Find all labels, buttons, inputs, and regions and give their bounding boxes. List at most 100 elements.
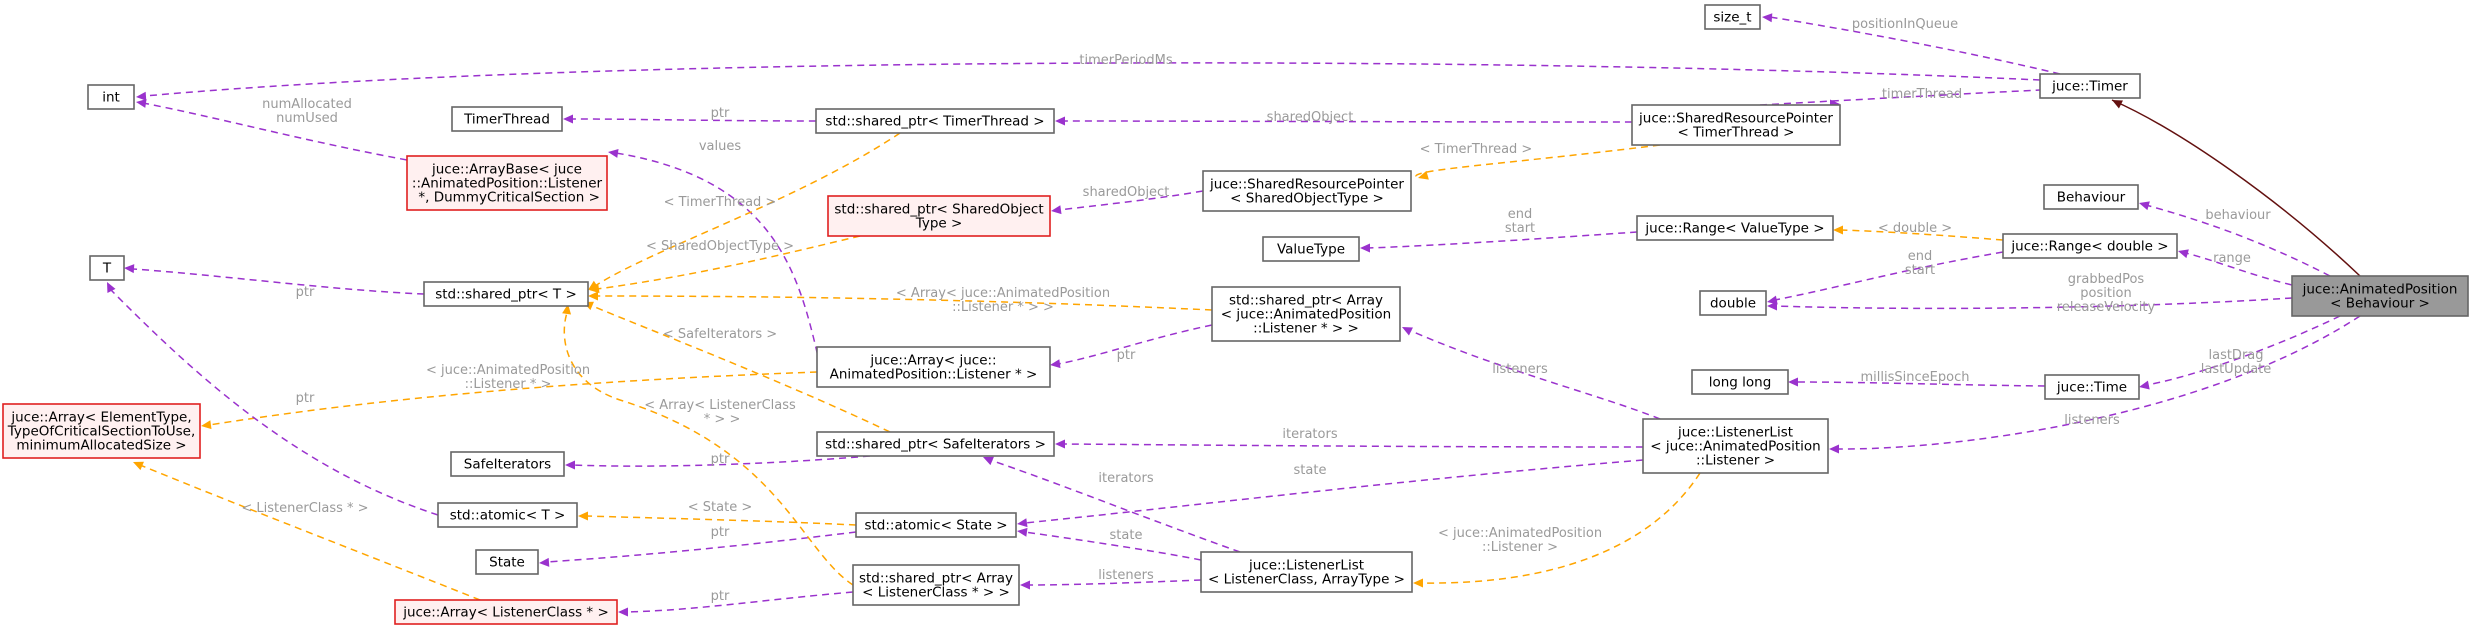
node-label-line: juce::ArrayBase< juce [431,162,582,178]
node-behaviour[interactable]: Behaviour [2043,184,2139,210]
edge-label-ptr_timerthread: ptr [711,106,730,121]
node-label-line: State [489,555,525,571]
edge-label-millisSinceEpoch: millisSinceEpoch [1861,370,1970,385]
node-size_t[interactable]: size_t [1704,4,1761,30]
node-atomic_state[interactable]: std::atomic< State > [855,512,1017,538]
node-label: juce::ListenerList< juce::AnimatedPositi… [1650,425,1820,469]
edge-timer-animated [2111,99,2361,277]
node-box [475,549,539,575]
node-label-line: TimerThread [463,112,550,128]
node-safeiterators[interactable]: SafeIterators [450,451,565,477]
edge-valuetype-range [1360,231,1638,253]
node-longlong[interactable]: long long [1691,369,1789,395]
node-animated[interactable]: juce::AnimatedPosition< Behaviour > [2291,275,2469,317]
node-listenerlist_animated[interactable]: juce::ListenerList< juce::AnimatedPositi… [1642,418,1829,474]
node-box [816,431,1055,457]
node-srp_timerthread[interactable]: juce::SharedResourcePointer< TimerThread… [1631,104,1841,146]
edge-line [1058,190,1204,211]
node-range_double[interactable]: juce::Range< double > [2002,233,2178,259]
edge-line [989,459,1241,553]
node-label-line: std::atomic< T > [450,508,566,524]
edge-safeiterators-spsafe [565,455,871,470]
node-sp_T[interactable]: std::shared_ptr< T > [423,281,589,307]
node-array_generic[interactable]: juce::Array< ElementType,TypeOfCriticalS… [2,403,201,459]
edge-spalc-llgen [1020,579,1202,590]
edge-label-tpl_state: < State > [688,500,752,515]
edge-spsafe-llgen [983,456,1241,553]
node-sp_array_listenerclass[interactable]: std::shared_ptr< Array< ListenerClass * … [852,564,1020,606]
node-array_listener[interactable]: juce::Array< juce::AnimatedPosition::Lis… [816,346,1051,388]
node-label-line: juce::Range< ValueType > [1644,221,1824,237]
arrowhead [124,264,135,274]
node-array_listenerclass[interactable]: juce::Array< ListenerClass * > [394,599,618,625]
node-int[interactable]: int [87,84,135,110]
node-timer[interactable]: juce::Timer [2039,73,2141,99]
node-T[interactable]: T [89,255,125,281]
arrowhead [565,460,575,470]
arrowhead [2139,201,2150,211]
node-box [855,512,1017,538]
edge-label-line: iterators [1098,471,1153,486]
edge-line [2111,99,2361,277]
edge-label-tpl_timerthread_srp: < TimerThread > [1420,142,1533,157]
edge-label-values: values [699,139,742,154]
node-range_valuetype[interactable]: juce::Range< ValueType > [1636,215,1834,241]
edge-time-animated [2139,315,2341,390]
node-sp_safeiterators[interactable]: std::shared_ptr< SafeIterators > [816,431,1055,457]
node-label-line: *, DummyCriticalSection > [414,190,600,206]
edge-label-ptr_T: ptr [296,285,315,300]
node-sp_array_listener[interactable]: std::shared_ptr< Array< juce::AnimatedPo… [1211,286,1401,342]
node-label-line: < ListenerClass, ArrayType > [1208,572,1405,588]
edge-label-timerPeriodMs: timerPeriodMs [1079,53,1172,68]
arrowhead [1767,301,1777,311]
node-double[interactable]: double [1699,290,1767,316]
node-label-line: std::atomic< State > [864,518,1007,534]
node-box [406,155,608,211]
node-box [1636,215,1834,241]
node-label-line: juce::Timer [2051,79,2128,95]
edge-label-line: < Array< juce::AnimatedPosition [896,286,1110,301]
edge-line [1836,315,2361,450]
node-timerthread[interactable]: TimerThread [451,106,563,132]
edge-label-line: numAllocated [262,97,352,112]
node-atomic_T[interactable]: std::atomic< T > [437,502,578,528]
node-time[interactable]: juce::Time [2044,374,2140,400]
edge-label-line: lastDrag [2208,348,2263,363]
edge-line [1840,229,2004,241]
node-box [89,255,125,281]
arrowhead [133,461,144,471]
edge-line [585,515,857,526]
edge-arraylc-arraygeneric [133,461,481,601]
node-label: juce::Range< ValueType > [1644,221,1824,237]
node-srp_sharedobject[interactable]: juce::SharedResourcePointer< SharedObjec… [1202,170,1412,212]
edge-label-line: ptr [1117,348,1136,363]
node-label-line: < SharedObjectType > [1230,191,1384,207]
edge-label-state_ll: state [1294,463,1327,478]
node-label-line: juce::Range< double > [2010,239,2168,255]
node-label-line: std::shared_ptr< T > [435,287,577,303]
node-label-line: < TimerThread > [1678,125,1795,141]
edge-label-line: listeners [1492,362,1548,377]
node-arraybase[interactable]: juce::ArrayBase< juce::AnimatedPosition:… [406,155,608,211]
node-label: std::shared_ptr< Array< ListenerClass * … [859,571,1013,601]
node-box [1642,418,1829,474]
node-state[interactable]: State [475,549,539,575]
node-box [394,599,618,625]
arrowhead [1418,170,1429,180]
node-label: std::shared_ptr< T > [435,287,577,303]
arrowhead [1017,527,1028,537]
edge-label-line: range [2213,251,2251,266]
edge-label-state_gen: state [1110,528,1143,543]
edge-label-line: * > > [700,412,741,427]
node-listenerlist_generic[interactable]: juce::ListenerList< ListenerClass, Array… [1200,551,1413,593]
node-valuetype[interactable]: ValueType [1262,236,1360,262]
node-sp_timerthread[interactable]: std::shared_ptr< TimerThread > [815,108,1055,134]
edge-label-line: ptr [711,452,730,467]
arrowhead [2139,380,2150,390]
edge-spsharedobject-sp_T [589,235,861,294]
edge-atomicT-atomicstate [578,511,857,526]
edge-range-animated [2178,249,2293,286]
